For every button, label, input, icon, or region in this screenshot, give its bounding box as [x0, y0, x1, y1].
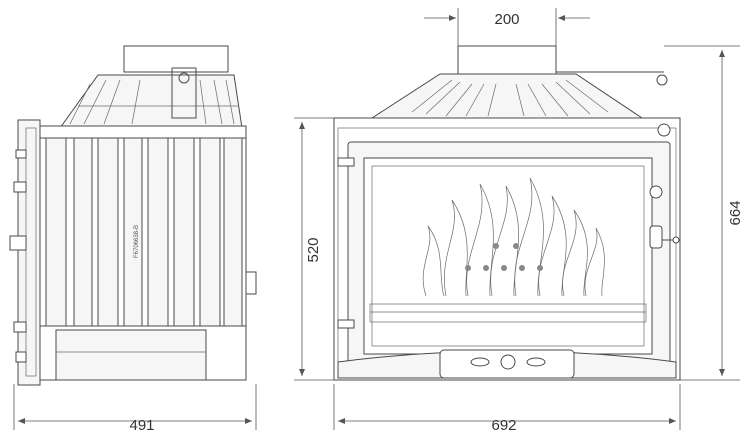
fire-grate [369, 303, 647, 323]
dimension-lines [13, 8, 740, 430]
fin-5 [147, 137, 169, 327]
hood-fins [69, 79, 235, 125]
rear-handle [245, 271, 257, 295]
fin-7 [199, 137, 221, 327]
side-fins [45, 137, 243, 327]
dim-front-height: 520 [305, 237, 322, 262]
fin-2 [73, 137, 93, 327]
hinge-bottom [337, 319, 355, 329]
side-front-plate [17, 119, 41, 386]
side-view: F6706638-B [9, 45, 257, 386]
fin-8 [223, 137, 243, 327]
bracket-bolt [178, 72, 190, 84]
front-flue-collar [457, 45, 557, 75]
top-knob [657, 123, 671, 137]
front-hood-fins [411, 79, 609, 117]
knob-5 [15, 351, 27, 363]
damper-handle [656, 74, 668, 86]
door-handle [649, 185, 680, 249]
fin-6 [173, 137, 195, 327]
knob-2 [13, 181, 27, 193]
knob-3 [9, 235, 27, 251]
dimension-labels: 491 692 520 664 200 [129, 11, 744, 434]
burner-dots [465, 243, 543, 271]
glass-window [363, 157, 653, 355]
front-view [333, 45, 681, 381]
hinge-top [337, 157, 355, 167]
fin-1 [45, 137, 67, 327]
dim-total-height: 664 [727, 200, 744, 225]
dim-flue-diameter: 200 [494, 11, 519, 28]
plate-label: F6706638-B [134, 225, 140, 258]
knob-4 [13, 321, 27, 333]
side-base [55, 329, 207, 381]
fin-3 [97, 137, 119, 327]
dim-side-depth: 491 [129, 417, 154, 434]
knob-1 [15, 149, 27, 159]
side-knobs [9, 149, 27, 363]
dim-front-width: 692 [491, 417, 516, 434]
